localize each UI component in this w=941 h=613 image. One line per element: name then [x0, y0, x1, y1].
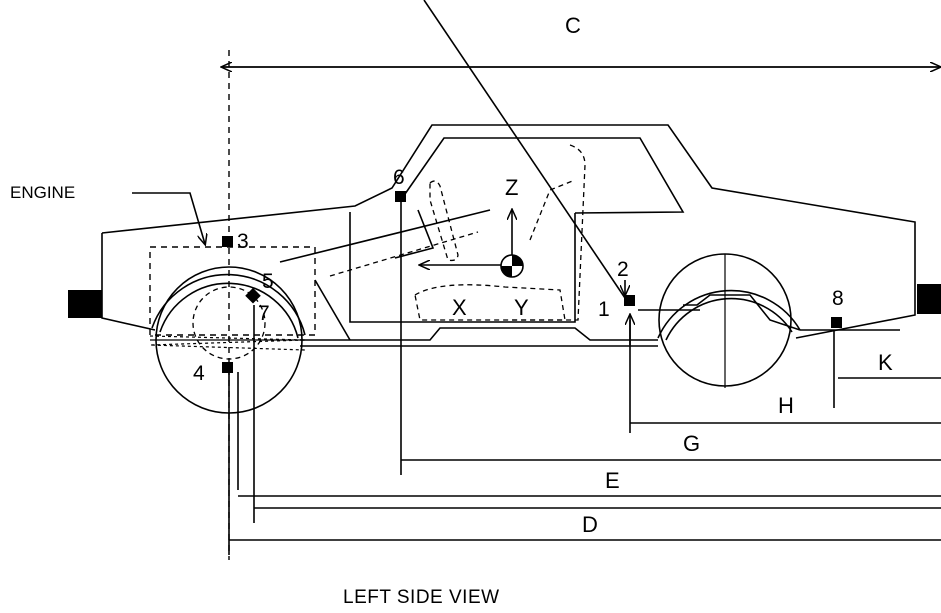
dimension-label-h: H	[778, 393, 794, 418]
dimension-label-e: E	[605, 468, 620, 493]
point-marker-4	[222, 362, 233, 373]
front-bumper	[68, 290, 102, 318]
point-marker-5	[245, 287, 261, 304]
point-label-4: 4	[193, 362, 205, 385]
point-label-2: 2	[617, 258, 629, 281]
axis-label-z: Z	[505, 175, 518, 200]
seats	[414, 144, 586, 321]
point-label-1: 1	[598, 298, 610, 321]
engine-label: ENGINE	[10, 183, 75, 202]
car-body	[101, 124, 916, 347]
view-caption: LEFT SIDE VIEW	[343, 587, 500, 608]
point-label-5: 5	[262, 270, 274, 293]
rear-wheel	[657, 253, 900, 388]
point-label-6: 6	[393, 166, 405, 189]
front-wheel	[149, 266, 306, 414]
point-marker-8	[831, 317, 842, 328]
point-marker-3	[222, 236, 233, 247]
point-label-8: 8	[832, 287, 844, 310]
dimension-label-g: G	[683, 431, 700, 456]
axis-label-y: Y	[514, 295, 529, 320]
engine-arrow	[132, 192, 205, 244]
point-marker-6	[395, 191, 406, 202]
rear-bumper	[917, 284, 941, 314]
axis-label-x: X	[452, 295, 467, 320]
dimension-label-k: K	[878, 350, 893, 375]
dimension-label-d: D	[582, 512, 598, 537]
coordinate-axes	[420, 210, 524, 278]
pointer-line	[423, 0, 626, 299]
dimension-label-c: C	[565, 13, 581, 38]
point-label-7: 7	[258, 302, 270, 325]
point-label-3: 3	[237, 230, 249, 253]
point-marker-1	[624, 295, 635, 306]
